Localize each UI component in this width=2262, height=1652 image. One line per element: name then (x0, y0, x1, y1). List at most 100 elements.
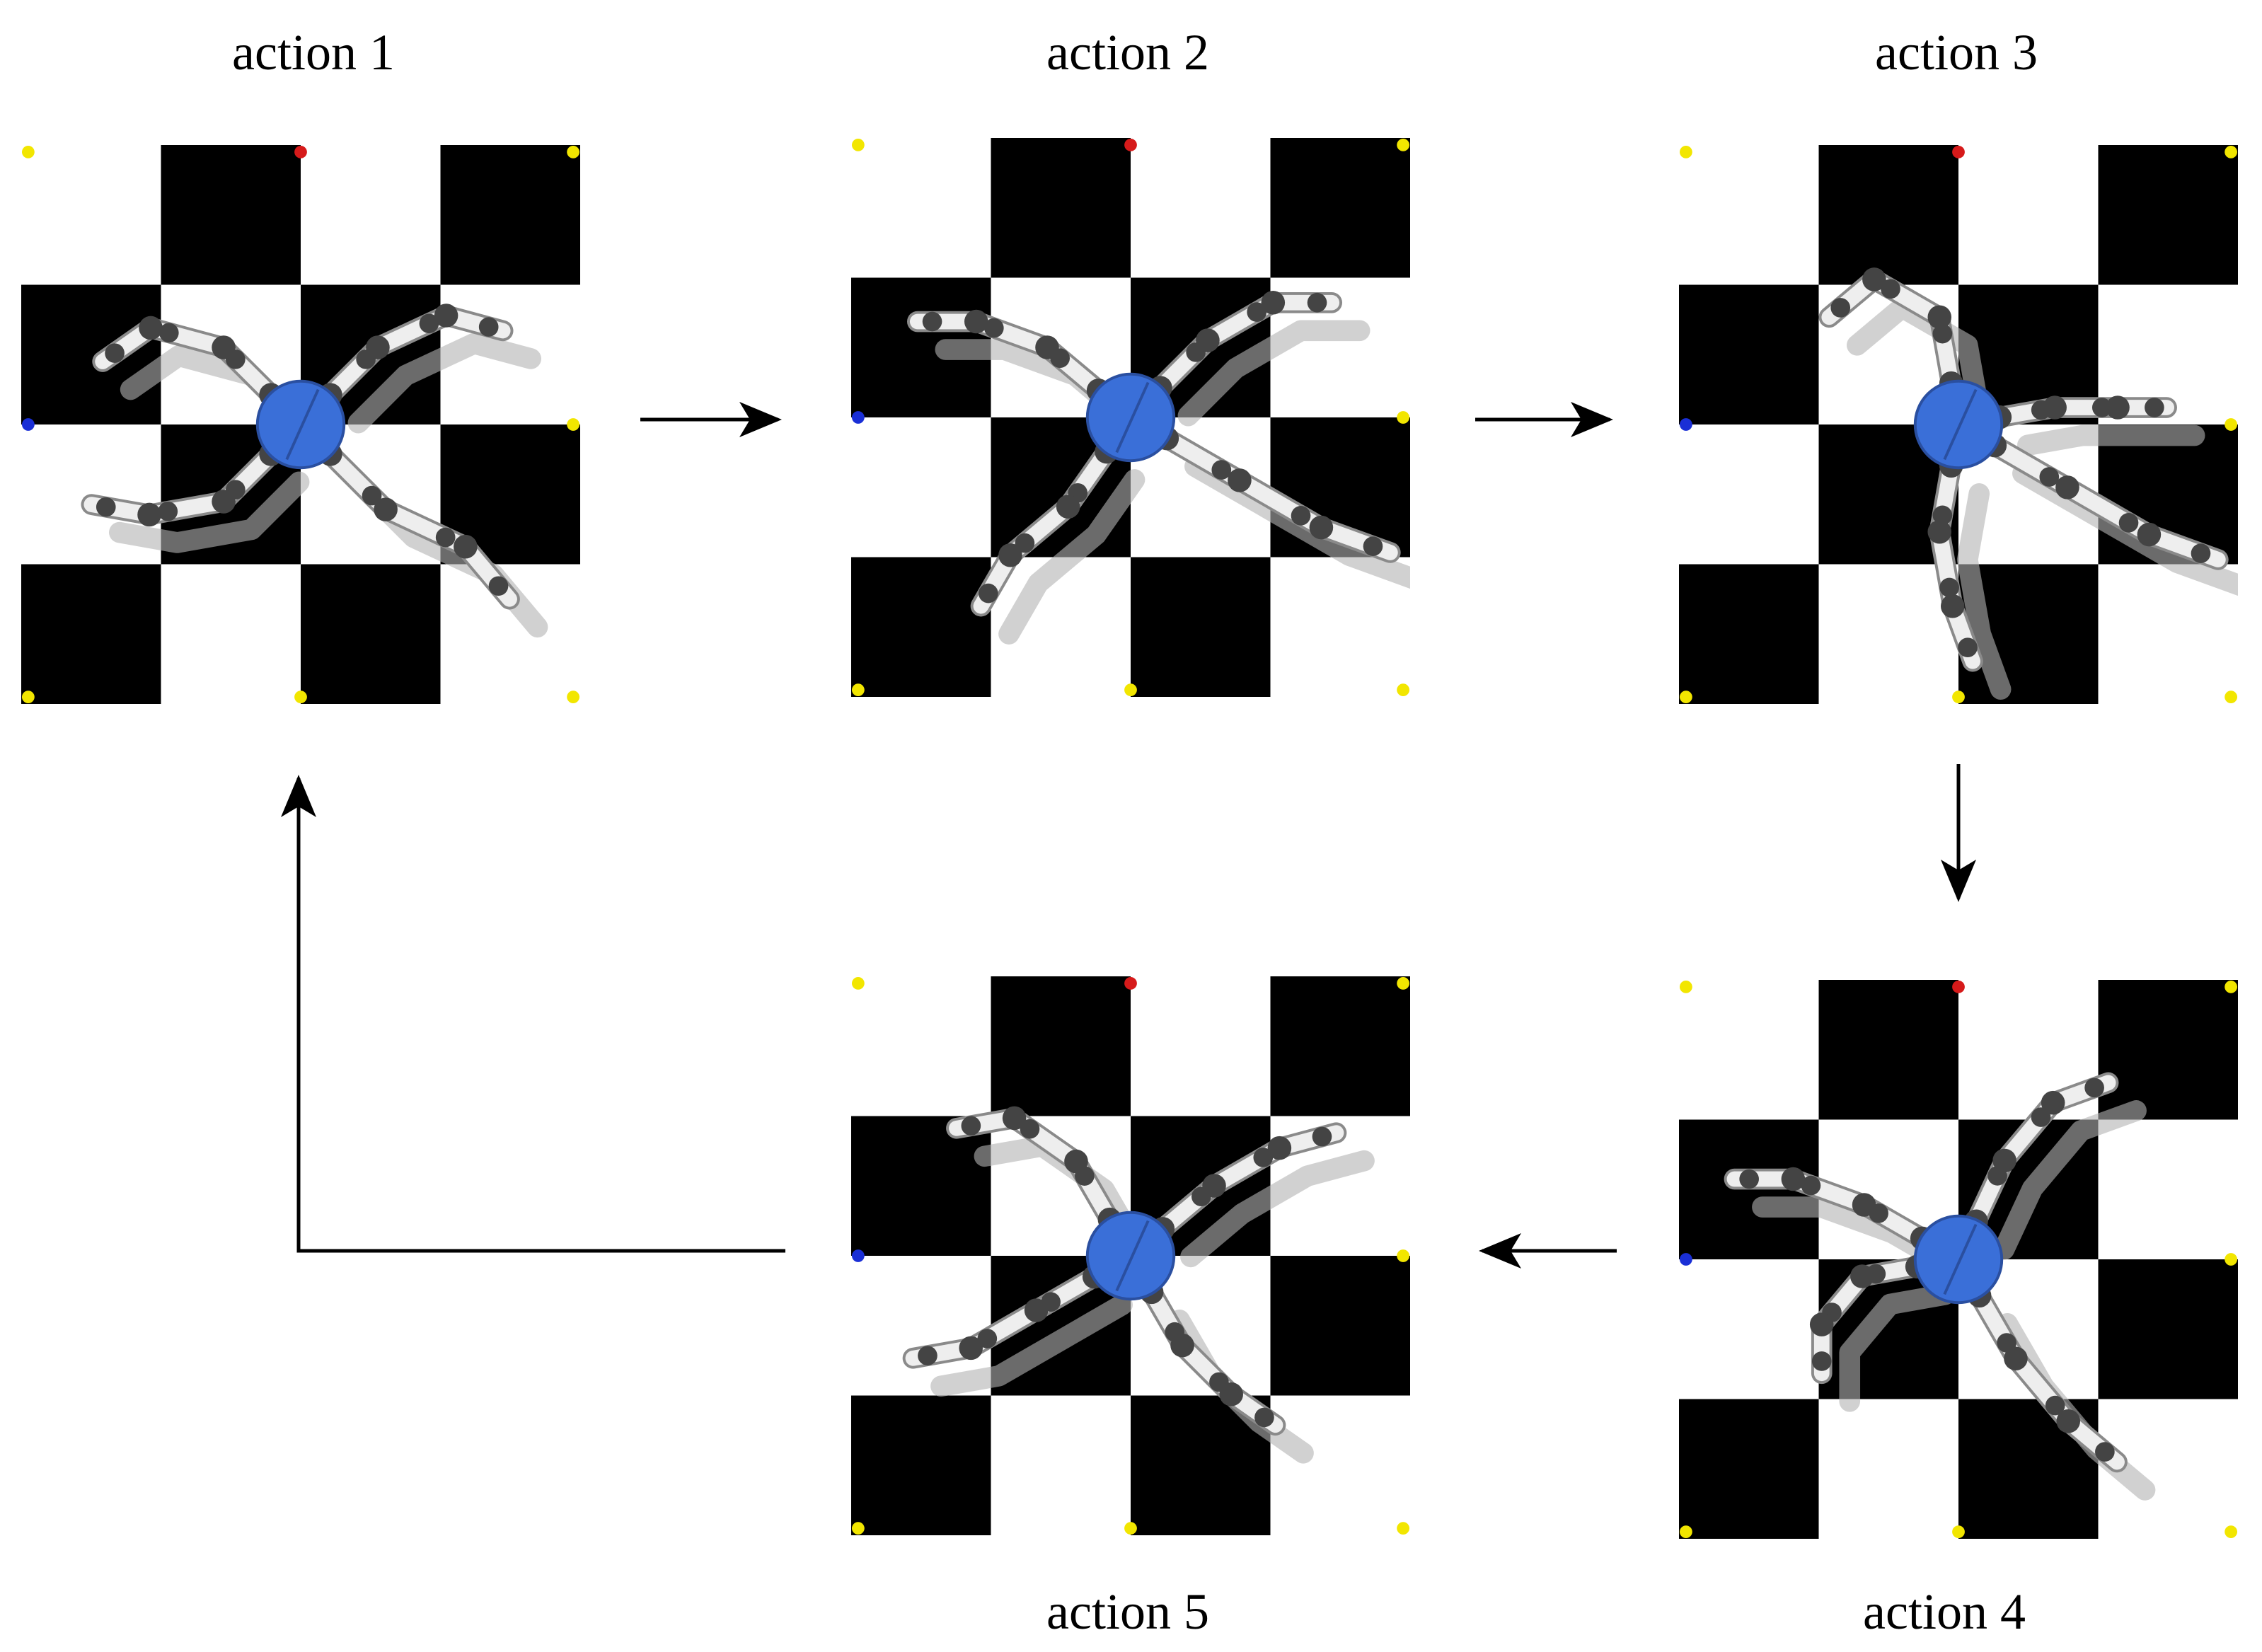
corner-marker (21, 418, 35, 431)
checker-square (851, 557, 991, 697)
checker-square (161, 145, 301, 285)
corner-marker (1679, 691, 1692, 704)
leg-joint (478, 317, 499, 337)
leg-joint (366, 335, 390, 359)
leg-link (1813, 1259, 1925, 1382)
corner-marker (1124, 683, 1137, 697)
leg-joint (1247, 302, 1267, 322)
leg-joint (2004, 1346, 2028, 1371)
body-seam (1943, 1223, 1978, 1295)
checker-square (851, 1395, 991, 1535)
corner-marker (1952, 1525, 1965, 1539)
panel-label-action-2: action 2 (1046, 24, 1209, 81)
leg-shadow (998, 469, 1146, 645)
leg-joint (1862, 267, 1886, 291)
leg-joint (1852, 1193, 1876, 1217)
checker-square (301, 564, 441, 704)
checker-square (1270, 1395, 1410, 1535)
leg-link (1143, 1284, 1283, 1433)
robot-legs (1724, 1072, 2128, 1473)
checker-square (851, 976, 991, 1116)
leg-joint (2045, 1395, 2065, 1416)
leg-link (95, 320, 279, 403)
leg-joint (212, 335, 236, 359)
leg-joint (137, 502, 161, 527)
leg-shadow (930, 1294, 1133, 1397)
panel-action-4 (1679, 980, 2238, 1539)
leg-joint (1739, 1169, 1759, 1189)
leg-shadow (1177, 320, 1371, 427)
leg-joint (1939, 577, 1959, 598)
corner-marker (1124, 1522, 1137, 1535)
arrow-5-to-1 (281, 775, 785, 1253)
leg-joint (1267, 1136, 1292, 1160)
leg-joint (1801, 1175, 1821, 1196)
leg-shadow (109, 471, 310, 553)
leg-joint (2137, 522, 2162, 547)
leg-joint (1781, 1167, 1806, 1191)
leg-joint (1211, 460, 1232, 480)
leg-link (1155, 1125, 1344, 1237)
corner-marker (2225, 1525, 2238, 1539)
leg-link (323, 308, 511, 403)
robot-legs (902, 1106, 1347, 1436)
leg-link (1992, 400, 2175, 425)
leg-joint (2055, 475, 2079, 499)
corner-marker (1397, 976, 1410, 990)
corner-marker (851, 683, 865, 697)
checker-square (2098, 564, 2238, 704)
corner-marker (851, 138, 865, 151)
robot-scene-action-4 (1679, 980, 2238, 1539)
panel-label-action-1: action 1 (232, 24, 395, 81)
leg-joint (1002, 1106, 1027, 1131)
leg-shadow (1180, 1150, 1375, 1268)
checker-square (1131, 976, 1271, 1116)
body-seam (1115, 381, 1150, 454)
checker-square (1131, 138, 1271, 278)
body-seam (285, 388, 320, 461)
corner-marker (567, 418, 580, 431)
corner-marker (1952, 691, 1965, 704)
leg-link (949, 1110, 1118, 1228)
panel-label-action-3: action 3 (1875, 24, 2038, 81)
checker-square (991, 976, 1131, 1116)
leg-joint (964, 309, 988, 334)
leg-joint (1811, 1351, 1832, 1371)
leg-joint (2056, 1409, 2081, 1433)
corner-marker (1397, 1249, 1410, 1262)
robot-scene-action-2 (851, 138, 1410, 697)
checker-square (1679, 145, 1819, 285)
robot-scene-action-5 (851, 976, 1410, 1535)
leg-joint (488, 576, 509, 596)
corner-marker (1679, 418, 1692, 431)
panel-action-3 (1679, 145, 2238, 704)
leg-joint (158, 501, 178, 521)
leg-joint (454, 534, 478, 559)
robot-scene-action-3 (1679, 145, 2238, 704)
corner-marker (1952, 145, 1965, 158)
leg-joint (977, 1329, 998, 1348)
corner-marker (2225, 418, 2238, 431)
checker-square (1679, 980, 1819, 1120)
leg-link (1153, 294, 1340, 395)
checker-square (21, 564, 161, 704)
checker-square (991, 138, 1131, 278)
leg-joint (2191, 543, 2211, 563)
leg-joint (2106, 395, 2130, 420)
leg-joint (2039, 467, 2060, 487)
checker-square (1270, 557, 1410, 697)
leg-joint (2084, 1078, 2104, 1098)
checker-square (2098, 1259, 2238, 1399)
checker-square (1679, 424, 1819, 565)
leg-link (1971, 1288, 2125, 1470)
checker-square (1270, 138, 1410, 278)
checker-square (1818, 1399, 1959, 1539)
checker-square (1818, 564, 1959, 704)
leg-joint (1927, 519, 1952, 544)
leg-joint (435, 527, 456, 548)
corner-marker (21, 145, 35, 158)
leg-joint (1219, 1382, 1243, 1406)
corner-marker (1397, 138, 1410, 151)
checker-square (1679, 1399, 1819, 1539)
corner-marker (2225, 1253, 2238, 1266)
